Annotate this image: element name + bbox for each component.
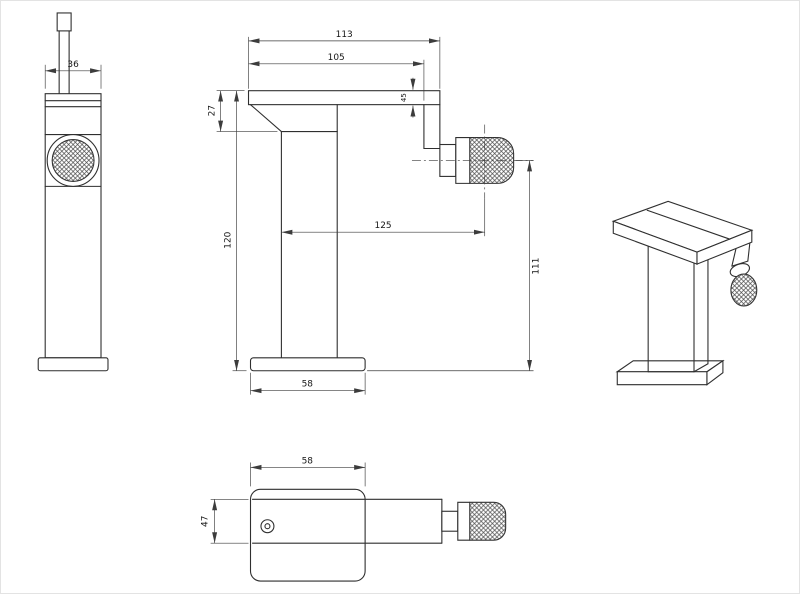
base-plate-side — [37, 357, 109, 372]
dim-outlet-offset: 105 — [248, 53, 425, 101]
base-plate-top — [249, 488, 366, 582]
dim-head-height: 27 — [208, 90, 278, 132]
perspective-view — [611, 200, 758, 386]
spout-bar — [247, 90, 441, 106]
aerator-hole — [260, 519, 275, 534]
handle-plate-3d-front-right — [696, 229, 753, 265]
faucet-body-side — [44, 93, 102, 359]
dim-base-width-front: 58 — [250, 372, 366, 395]
dim-nozzle-center-height: 111 — [367, 160, 542, 372]
dim-head-height-label: 27 — [208, 105, 218, 116]
base-3d-top — [615, 360, 725, 373]
front-view: 113 105 27 120 45 — [208, 30, 542, 395]
dim-spout-thickness: 45 — [400, 77, 416, 118]
dim-total-height: 120 — [224, 90, 247, 372]
nozzle-knurl-hatch-top — [469, 502, 506, 541]
handle-seam-3d — [646, 209, 731, 240]
dim-total-height-label: 120 — [224, 231, 234, 248]
dim-nozzle-center-height-label: 111 — [532, 258, 542, 275]
dim-outlet-offset-label: 105 — [328, 53, 345, 63]
dim-depth-label: 36 — [67, 60, 79, 70]
handle-tip — [56, 12, 72, 32]
dim-spout-length-label: 113 — [336, 30, 353, 40]
dim-spout-width-label: 47 — [201, 516, 211, 527]
base-plate-front — [249, 357, 366, 372]
top-view: 58 47 — [201, 456, 507, 582]
knurl-hatch — [52, 139, 95, 182]
dim-nozzle-reach-label: 125 — [375, 221, 392, 231]
dim-depth: 36 — [44, 60, 102, 89]
nozzle-joint-top — [441, 510, 459, 532]
handle-skirt — [249, 104, 282, 133]
nozzle-knurl-hatch-3d — [730, 274, 757, 306]
dim-nozzle-reach: 125 — [281, 136, 486, 237]
dim-base-width-top: 58 — [250, 456, 366, 487]
side-view: 36 — [37, 12, 109, 372]
dim-spout-thickness-label: 45 — [400, 93, 408, 102]
dim-base-width-top-label: 58 — [302, 456, 314, 466]
dim-base-width-front-label: 58 — [302, 380, 314, 390]
base-3d-front — [616, 371, 708, 386]
base-3d-side — [706, 359, 724, 386]
dim-spout-width: 47 — [201, 498, 249, 544]
